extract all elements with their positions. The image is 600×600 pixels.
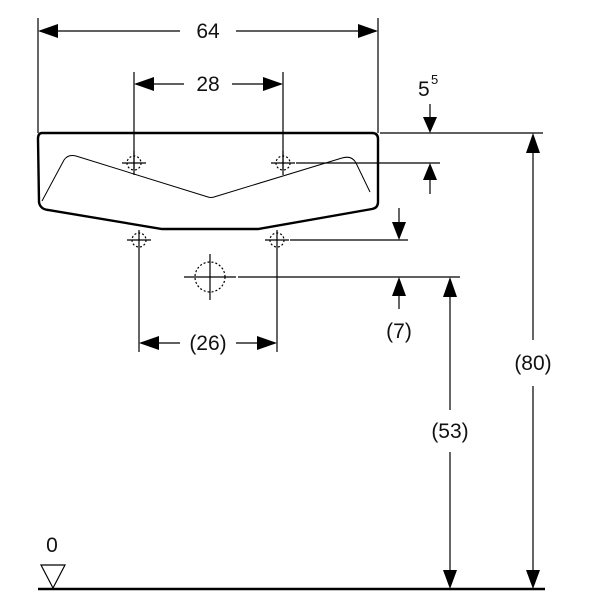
label-overflow-gap-exponent: 5 bbox=[431, 72, 438, 87]
basin-bowl-inner bbox=[41, 155, 371, 202]
label-outlet-height: (53) bbox=[431, 420, 468, 443]
label-outlet-offset: (7) bbox=[386, 320, 412, 343]
label-drain-spacing: (26) bbox=[189, 332, 226, 355]
arrow-left bbox=[38, 24, 58, 38]
dimension-tap-hole-spacing: 28 bbox=[133, 72, 284, 170]
dimension-outlet-offset: (7) bbox=[386, 208, 412, 343]
basin-outline bbox=[36, 131, 380, 231]
dimension-outlet-height: (53) bbox=[431, 277, 469, 589]
label-overflow-gap: 5 bbox=[418, 78, 430, 101]
arrow-right bbox=[358, 24, 378, 38]
arrow-down bbox=[392, 222, 406, 240]
arrow-down bbox=[443, 570, 457, 589]
arrow-down bbox=[526, 570, 540, 589]
tap-hole-right-marker bbox=[271, 151, 440, 175]
arrow-left bbox=[134, 77, 154, 91]
arrow-up bbox=[443, 277, 457, 297]
arrow-left bbox=[139, 336, 159, 350]
arrow-up bbox=[526, 133, 540, 153]
fixing-right-marker bbox=[265, 230, 408, 352]
dimension-overall-height: (80) bbox=[514, 133, 552, 589]
arrow-right bbox=[257, 336, 277, 350]
label-tap-hole-spacing: 28 bbox=[196, 73, 219, 96]
floor-level: 0 bbox=[38, 534, 545, 591]
arrow-right bbox=[263, 77, 283, 91]
tap-hole-left-marker bbox=[122, 151, 146, 175]
dimension-drain-spacing: (26) bbox=[139, 332, 277, 355]
label-overall-width: 64 bbox=[196, 20, 220, 43]
outlet-marker bbox=[184, 254, 460, 300]
level-triangle-icon bbox=[40, 564, 66, 590]
arrow-up bbox=[392, 277, 406, 296]
label-overall-height: (80) bbox=[514, 352, 551, 375]
arrow-up bbox=[423, 163, 437, 180]
dimension-overflow-gap: 5 5 bbox=[418, 72, 438, 194]
fixing-left-marker bbox=[127, 230, 151, 352]
arrow-down bbox=[423, 117, 437, 133]
washbasin-body bbox=[36, 131, 380, 231]
label-floor-level: 0 bbox=[46, 534, 58, 557]
dimension-overall-width: 64 bbox=[37, 18, 379, 133]
